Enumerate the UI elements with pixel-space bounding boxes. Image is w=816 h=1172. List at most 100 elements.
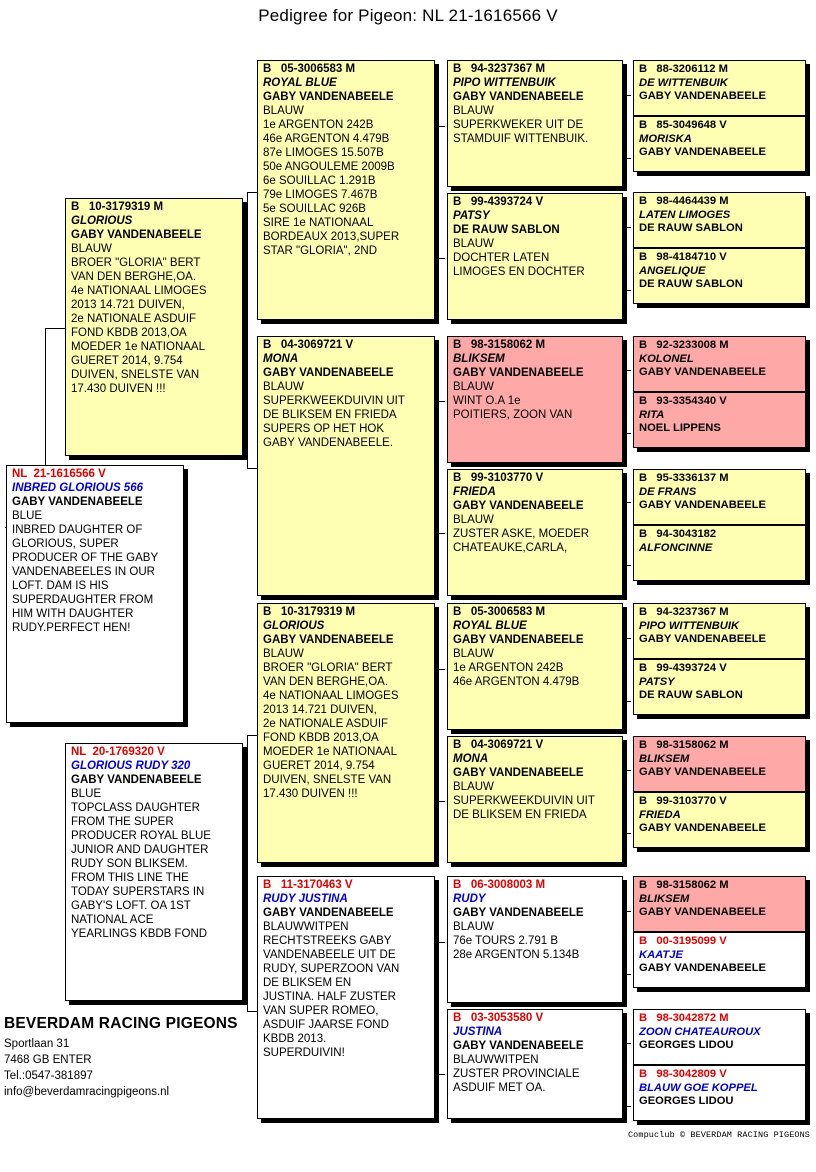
note-line: BLAUW bbox=[263, 104, 304, 117]
gen3-card[interactable]: B 03-3053580 V JUSTINA GABY VANDENABEELE… bbox=[447, 1009, 623, 1119]
note-line: RUDY SON BLIKSEM. bbox=[71, 857, 188, 870]
ring-number: NL 20-1769320 V bbox=[71, 746, 165, 758]
note-line: BLAUW bbox=[263, 380, 304, 393]
connector bbox=[623, 502, 631, 503]
breeder-name: GABY VANDENABEELE bbox=[71, 228, 202, 241]
note-line: TODAY SUPERSTARS IN bbox=[71, 885, 205, 898]
note-line: GABY VANDENABEELE. bbox=[263, 436, 393, 449]
pigeon-name: ZOON CHATEAUROUX bbox=[639, 1025, 761, 1038]
pigeon-name: ALFONCINNE bbox=[639, 541, 713, 554]
note-line: 1e ARGENTON 242B bbox=[453, 661, 564, 674]
gen4-card[interactable]: B 98-3158062 M BLIKSEM GABY VANDENABEELE bbox=[633, 876, 806, 932]
ring-number: B 95-3336137 M bbox=[639, 472, 729, 484]
ring-number: B 99-3103770 V bbox=[453, 472, 544, 484]
connector bbox=[437, 942, 445, 943]
note-line: VAN DEN BERGHE,OA. bbox=[71, 270, 197, 283]
gen4-card[interactable]: B 98-3158062 M BLIKSEM GABY VANDENABEELE bbox=[633, 736, 806, 792]
gen4-card[interactable]: B 94-3043182 ALFONCINNE bbox=[633, 525, 806, 581]
connector bbox=[623, 701, 631, 702]
connector bbox=[623, 290, 631, 291]
gen3-card[interactable]: B 99-3103770 V FRIEDA GABY VANDENABEELE … bbox=[447, 469, 623, 596]
connector bbox=[623, 565, 631, 566]
gen4-card[interactable]: B 98-3042872 M ZOON CHATEAUROUX GEORGES … bbox=[633, 1009, 806, 1065]
note-line: RECHTSTREEKS GABY bbox=[263, 934, 392, 947]
note-line: LOFT. DAM IS HIS bbox=[12, 579, 109, 592]
note-line: VANDENABEELE UIT DE bbox=[263, 948, 396, 961]
breeder-name: DE RAUW SABLON bbox=[639, 689, 743, 702]
gen4-card[interactable]: B 92-3233008 M KOLONEL GABY VANDENABEELE bbox=[633, 336, 806, 392]
gen4-card[interactable]: B 94-3237367 M PIPO WITTENBUIK GABY VAND… bbox=[633, 603, 806, 659]
gen4-card[interactable]: B 95-3336137 M DE FRANS GABY VANDENABEEL… bbox=[633, 469, 806, 525]
note-line: BLAUW bbox=[71, 242, 112, 255]
note-line: ZUSTER PROVINCIALE bbox=[453, 1067, 580, 1080]
pigeon-name: PATSY bbox=[453, 209, 490, 222]
ring-number: B 94-3237367 M bbox=[639, 606, 729, 618]
breeder-name: GABY VANDENABEELE bbox=[639, 906, 767, 919]
gen1-dam-card[interactable]: NL 20-1769320 V GLORIOUS RUDY 320 GABY V… bbox=[65, 743, 243, 1001]
gen1-sire-card[interactable]: B 10-3179319 M GLORIOUS GABY VANDENABEEL… bbox=[65, 198, 243, 456]
gen3-card[interactable]: B 06-3008003 M RUDY GABY VANDENABEELE BL… bbox=[447, 876, 623, 1003]
note-line: GLORIOUS, SUPER bbox=[12, 537, 119, 550]
gen3-card[interactable]: B 04-3069721 V MONA GABY VANDENABEELE BL… bbox=[447, 736, 623, 863]
note-line: MOEDER 1e NATIONAAL bbox=[71, 340, 205, 353]
ring-number: B 05-3006583 M bbox=[453, 606, 546, 618]
pigeon-name: RUDY JUSTINA bbox=[263, 892, 348, 905]
note-line: SUPERS OP HET HOK bbox=[263, 422, 384, 435]
note-line: FOND KBDB 2013,OA bbox=[71, 326, 187, 339]
connector bbox=[623, 158, 631, 159]
note-line: BLAUW bbox=[453, 647, 494, 660]
breeder-name: GABY VANDENABEELE bbox=[453, 366, 584, 379]
gen4-card[interactable]: B 98-4464439 M LATEN LIMOGES DE RAUW SAB… bbox=[633, 192, 806, 248]
ring-number: B 93-3354340 V bbox=[639, 395, 727, 407]
gen4-card[interactable]: B 99-4393724 V PATSY DE RAUW SABLON bbox=[633, 659, 806, 715]
gen4-card[interactable]: B 99-3103770 V FRIEDA GABY VANDENABEELE bbox=[633, 792, 806, 848]
note-line: 1e ARGENTON 242B bbox=[263, 118, 374, 131]
connector bbox=[247, 1011, 257, 1012]
loft-email[interactable]: info@beverdamracingpigeons.nl bbox=[4, 1085, 170, 1098]
breeder-name: GABY VANDENABEELE bbox=[263, 366, 394, 379]
gen4-card[interactable]: B 85-3049648 V MORISKA GABY VANDENABEELE bbox=[633, 116, 806, 172]
note-line: GUERET 2014, 9.754 bbox=[263, 759, 375, 772]
gen3-card[interactable]: B 98-3158062 M BLIKSEM GABY VANDENABEELE… bbox=[447, 336, 623, 463]
note-line: SUPERKWEEKDUIVIN UIT bbox=[263, 394, 405, 407]
gen2-card[interactable]: B 04-3069721 V MONA GABY VANDENABEELE BL… bbox=[257, 336, 435, 596]
note-line: CHATEAUKE,CARLA, bbox=[453, 541, 568, 554]
connector bbox=[247, 192, 248, 468]
connector bbox=[437, 669, 445, 670]
note-line: PRODUCER OF THE GABY bbox=[12, 551, 159, 564]
note-line: BLAUW bbox=[263, 647, 304, 660]
gen4-card[interactable]: B 88-3206112 M DE WITTENBUIK GABY VANDEN… bbox=[633, 60, 806, 116]
subject-ring-number: NL 21-1616566 V bbox=[12, 468, 106, 480]
gen3-card[interactable]: B 99-4393724 V PATSY DE RAUW SABLON BLAU… bbox=[447, 193, 623, 320]
gen3-card[interactable]: B 94-3237367 M PIPO WITTENBUIK GABY VAND… bbox=[447, 60, 623, 187]
gen4-card[interactable]: B 00-3195099 V KAATJE GABY VANDENABEELE bbox=[633, 932, 806, 988]
note-line: MOEDER 1e NATIONAAL bbox=[263, 745, 397, 758]
loft-name: BEVERDAM RACING PIGEONS bbox=[4, 1015, 238, 1032]
pigeon-name: BLAUW GOE KOPPEL bbox=[639, 1081, 758, 1094]
ring-number: B 04-3069721 V bbox=[453, 739, 544, 751]
ring-number: B 94-3043182 bbox=[639, 528, 717, 540]
gen2-card[interactable]: B 10-3179319 M GLORIOUS GABY VANDENABEEL… bbox=[257, 603, 435, 863]
breeder-name: GABY VANDENABEELE bbox=[453, 633, 584, 646]
gen4-card[interactable]: B 98-4184710 V ANGELIQUE DE RAUW SABLON bbox=[633, 248, 806, 304]
connector bbox=[623, 974, 631, 975]
gen2-card[interactable]: B 05-3006583 M ROYAL BLUE GABY VANDENABE… bbox=[257, 60, 435, 320]
pigeon-name: FRIEDA bbox=[639, 808, 681, 821]
connector bbox=[623, 370, 631, 371]
subject-pigeon-card[interactable]: NL 21-1616566 V INBRED GLORIOUS 566 GABY… bbox=[6, 465, 184, 723]
connector bbox=[437, 401, 445, 402]
gen4-card[interactable]: B 98-3042809 V BLAUW GOE KOPPEL GEORGES … bbox=[633, 1065, 806, 1121]
gen2-card[interactable]: B 11-3170463 V RUDY JUSTINA GABY VANDENA… bbox=[257, 876, 435, 1119]
note-line: 17.430 DUIVEN !!! bbox=[263, 787, 358, 800]
gen3-card[interactable]: B 05-3006583 M ROYAL BLUE GABY VANDENABE… bbox=[447, 603, 623, 730]
note-line: ZUSTER ASKE, MOEDER bbox=[453, 527, 590, 540]
note-line: YEARLINGS KBDB FOND bbox=[71, 927, 208, 940]
pigeon-name: RITA bbox=[639, 408, 665, 421]
ring-number: B 99-3103770 V bbox=[639, 795, 727, 807]
gen4-card[interactable]: B 93-3354340 V RITA NOEL LIPPENS bbox=[633, 392, 806, 448]
ring-number: B 10-3179319 M bbox=[71, 201, 164, 213]
note-line: BLUE bbox=[71, 787, 102, 800]
breeder-name: GABY VANDENABEELE bbox=[263, 633, 394, 646]
